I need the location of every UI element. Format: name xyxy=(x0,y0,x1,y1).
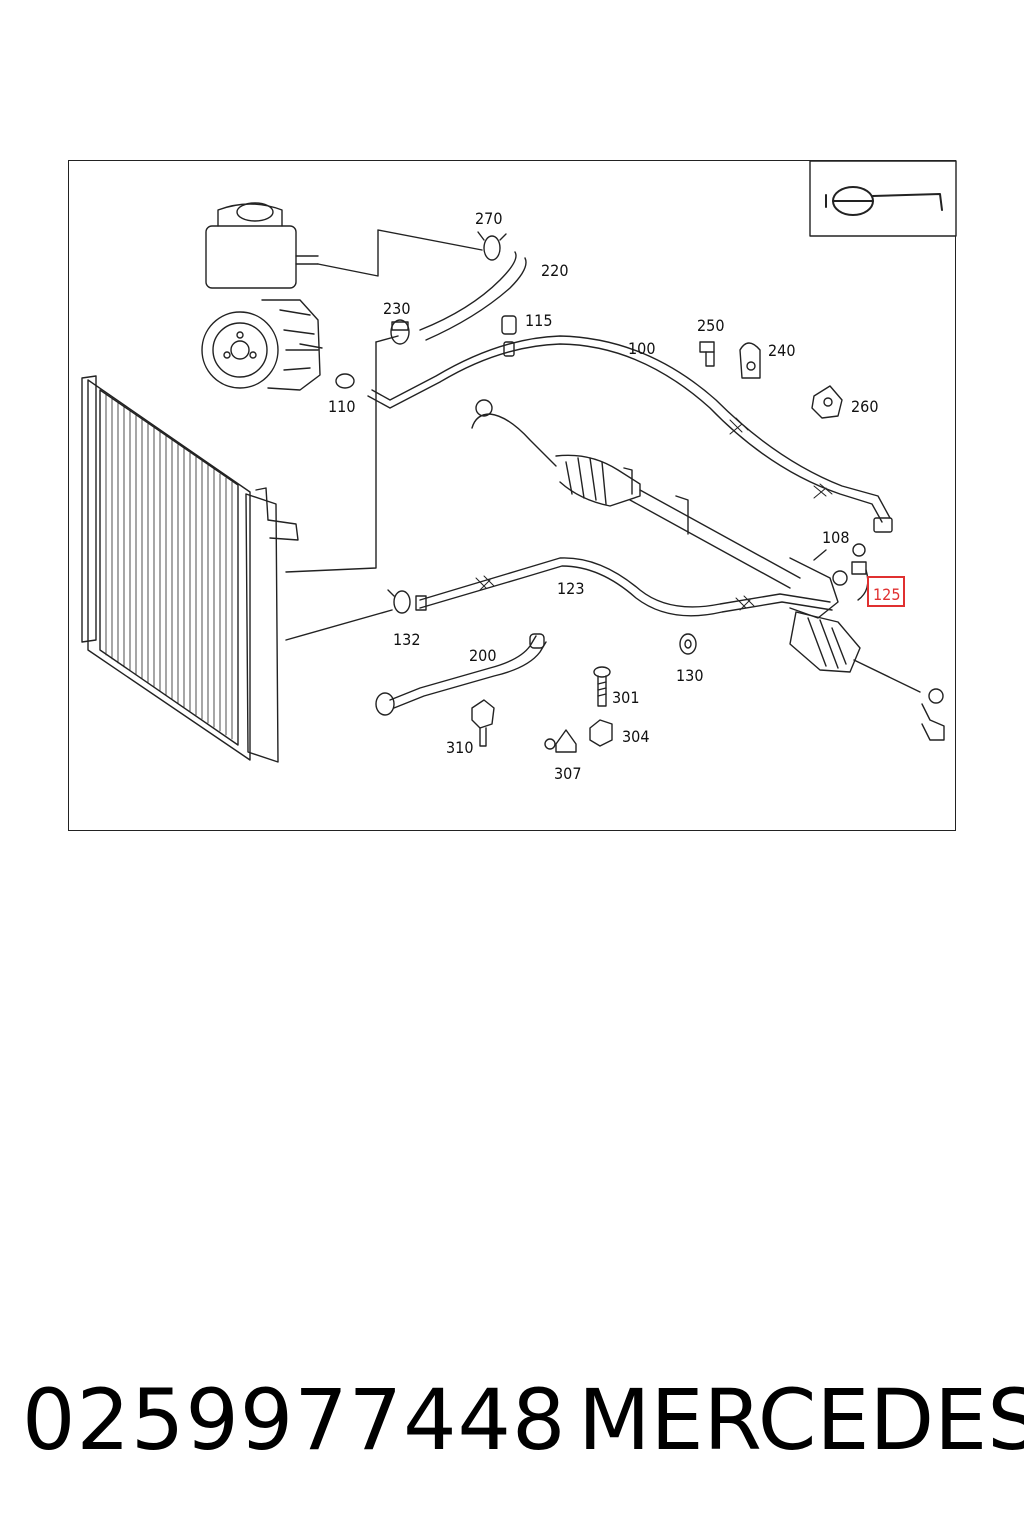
callout-307: 307 xyxy=(554,764,581,783)
callout-304: 304 xyxy=(622,727,649,746)
hose-220 xyxy=(419,251,527,341)
callout-132: 132 xyxy=(393,630,420,649)
power-steering-pump xyxy=(201,202,323,391)
steering-wheel-icon xyxy=(809,160,957,237)
radiator-fins xyxy=(105,393,233,740)
callout-240: 240 xyxy=(768,341,795,360)
hose-100-hatch xyxy=(729,417,833,499)
clip-304 xyxy=(589,719,613,747)
bush-115 xyxy=(501,315,517,335)
callout-200: 200 xyxy=(469,646,496,665)
callout-220: 220 xyxy=(541,261,568,280)
callout-250: 250 xyxy=(697,316,724,335)
radiator xyxy=(81,375,299,763)
part-number: 0259977448 xyxy=(22,1371,567,1469)
clamp-230 xyxy=(390,319,410,345)
callout-115: 115 xyxy=(525,311,552,330)
parts-diagram-frame xyxy=(68,160,956,831)
callout-310: 310 xyxy=(446,738,473,757)
clip-310 xyxy=(471,699,495,747)
clamp-270 xyxy=(477,231,507,261)
callout-230: 230 xyxy=(383,299,410,318)
callout-260: 260 xyxy=(851,397,878,416)
callout-labels: 270 220 230 115 110 100 250 240 260 108 … xyxy=(328,209,905,783)
bolt-301 xyxy=(593,666,611,707)
callout-125[interactable]: 125 xyxy=(873,585,900,604)
washer-108 xyxy=(852,543,866,557)
caption-bar: 0259977448 MERCEDES xyxy=(0,1360,1024,1480)
clamp-132 xyxy=(387,589,411,614)
bracket-240 xyxy=(739,342,761,379)
callout-108: 108 xyxy=(822,528,849,547)
grommet-130 xyxy=(679,633,697,655)
callout-110: 110 xyxy=(328,397,355,416)
callout-130: 130 xyxy=(676,666,703,685)
hose-200 xyxy=(389,635,547,709)
hose-123-hatch xyxy=(475,575,755,611)
brand-name: MERCEDES xyxy=(578,1371,1024,1469)
mount-307 xyxy=(544,729,577,753)
callout-270: 270 xyxy=(475,209,502,228)
fitting-125 xyxy=(832,561,869,601)
bolt-250 xyxy=(699,341,715,367)
return-hose-123 xyxy=(419,557,833,617)
callout-123: 123 xyxy=(557,579,584,598)
pressure-hose-100 xyxy=(367,335,891,523)
highlight-box-125[interactable] xyxy=(867,576,905,607)
callout-100: 100 xyxy=(628,339,655,358)
bracket-260 xyxy=(811,385,843,419)
o-ring-110 xyxy=(335,373,355,389)
steering-rack xyxy=(471,399,945,741)
callout-301: 301 xyxy=(612,688,639,707)
